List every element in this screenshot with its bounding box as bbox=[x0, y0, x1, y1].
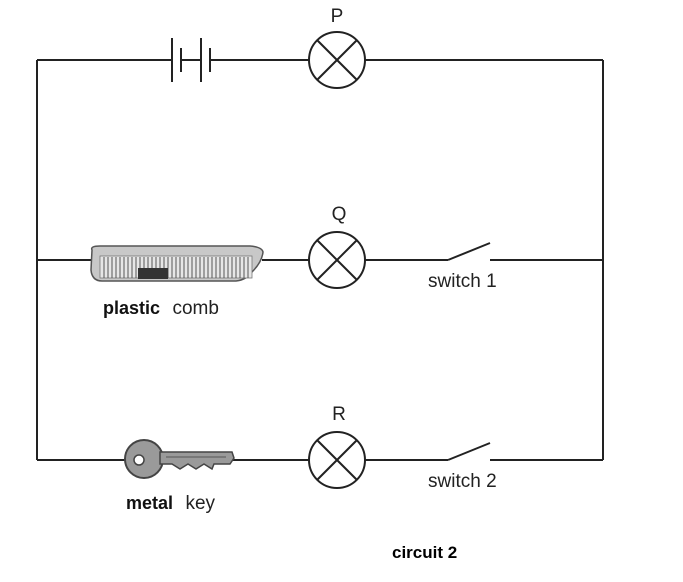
lamp-r-label: R bbox=[332, 404, 346, 425]
key-caption: metal key bbox=[126, 493, 216, 514]
comb-caption: plastic comb bbox=[103, 298, 219, 319]
comb-icon bbox=[90, 245, 264, 282]
lamp-q-icon bbox=[308, 231, 366, 289]
key-material-label: metal bbox=[126, 493, 173, 513]
lamp-q-label: Q bbox=[332, 204, 347, 225]
switch-1-icon bbox=[447, 242, 491, 261]
lamp-r-icon bbox=[308, 431, 366, 489]
diagram-caption: circuit 2 bbox=[392, 543, 457, 562]
comb-name-label: comb bbox=[172, 298, 218, 319]
switch-2-icon bbox=[447, 442, 491, 461]
circuit-wires bbox=[36, 59, 604, 461]
switch-2-label: switch 2 bbox=[428, 471, 497, 492]
battery-icon bbox=[171, 38, 214, 82]
key-name-label: key bbox=[185, 493, 215, 514]
lamp-p-label: P bbox=[331, 6, 344, 27]
lamp-p-icon bbox=[308, 31, 366, 89]
comb-material-label: plastic bbox=[103, 298, 160, 318]
key-icon bbox=[124, 439, 235, 479]
switch-1-label: switch 1 bbox=[428, 271, 497, 292]
